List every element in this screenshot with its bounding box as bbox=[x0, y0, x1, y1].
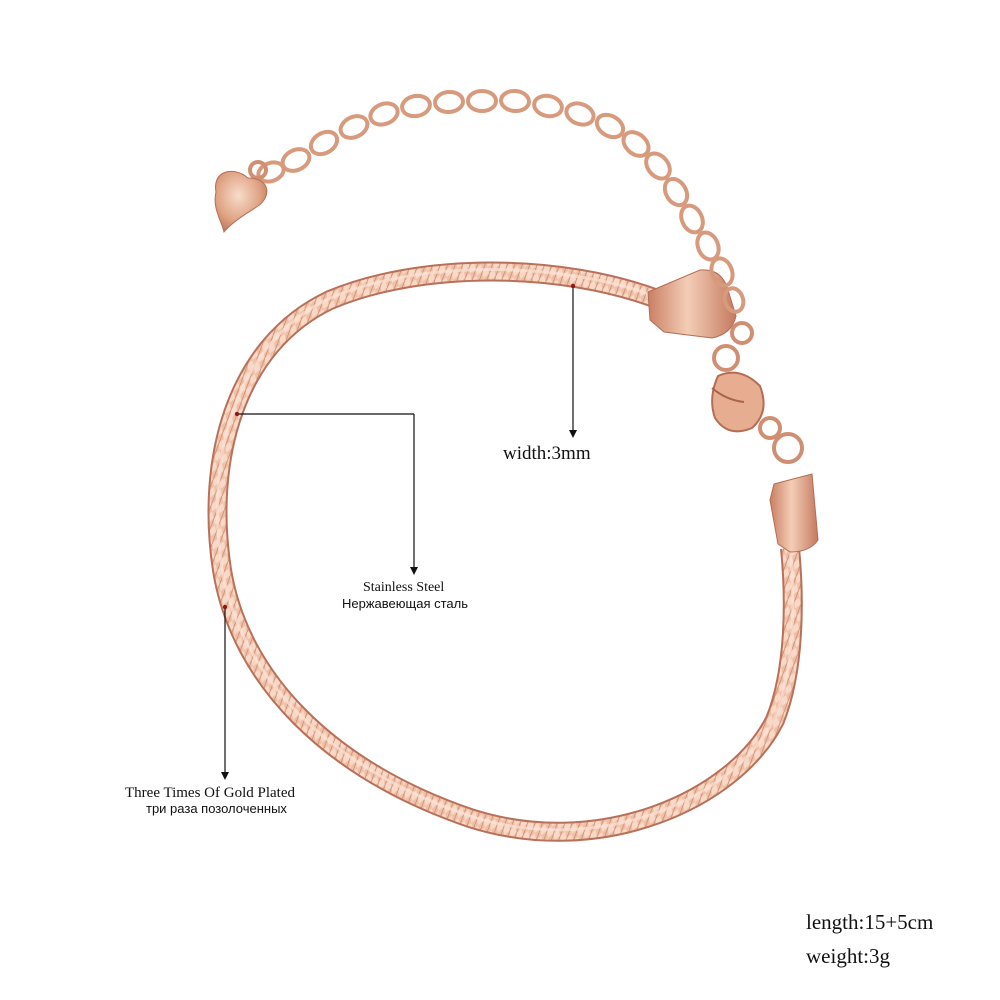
heart-charm bbox=[214, 160, 268, 234]
snake-chain bbox=[207, 261, 803, 842]
width-annotation: width:3mm bbox=[503, 443, 591, 464]
end-cap-top bbox=[647, 269, 737, 339]
material-annotation-ru: Нержавеющая сталь bbox=[342, 596, 468, 611]
material-annotation-en: Stainless Steel bbox=[363, 580, 445, 595]
lobster-clasp bbox=[711, 321, 804, 464]
annotation-anchors bbox=[222, 283, 576, 610]
spec-weight: weight:3g bbox=[806, 944, 890, 968]
plating-annotation-ru: три раза позолоченных bbox=[146, 801, 287, 816]
spec-length: length:15+5cm bbox=[806, 910, 934, 934]
annotation-lines bbox=[221, 286, 577, 780]
plating-annotation-en: Three Times Of Gold Plated bbox=[125, 785, 295, 801]
extender-chain bbox=[256, 88, 746, 314]
end-cap-bottom bbox=[769, 473, 819, 553]
